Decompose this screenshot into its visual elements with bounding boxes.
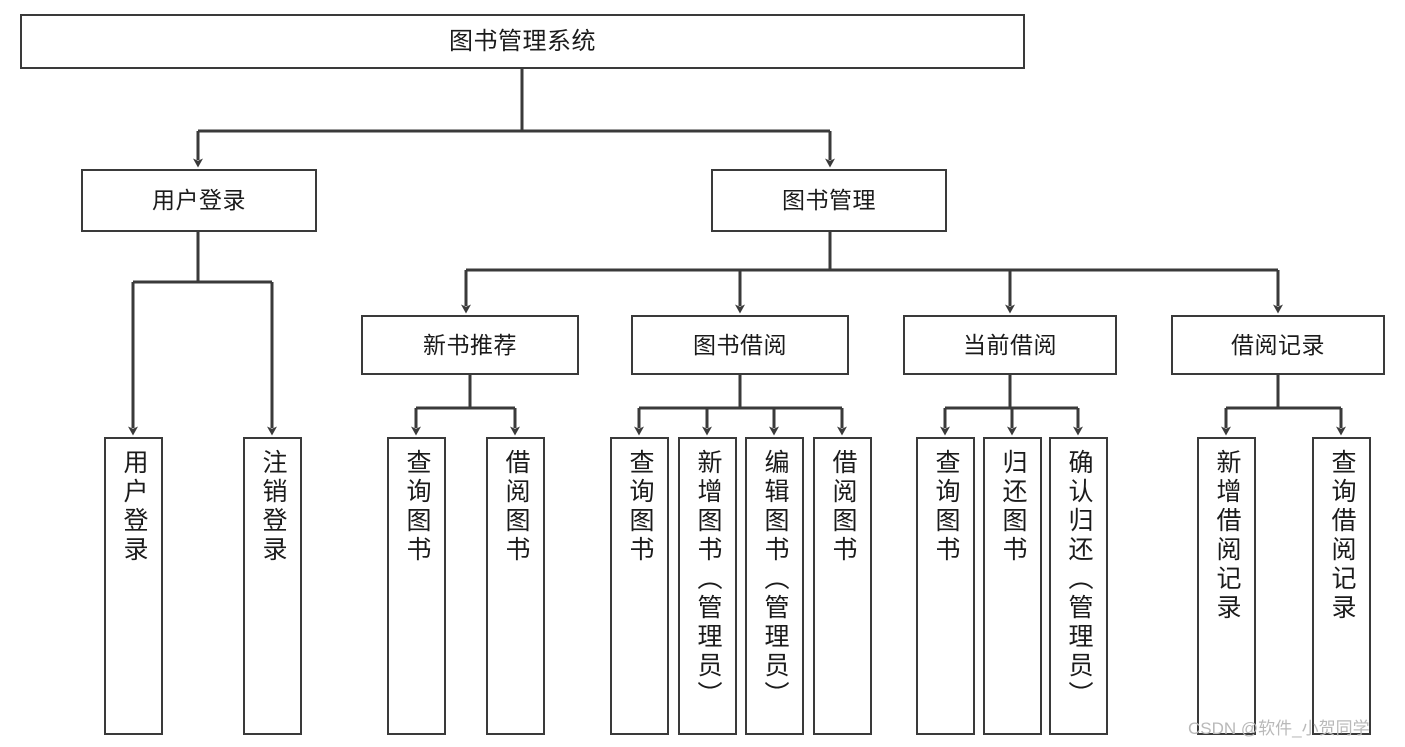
node-leaf-query-record-label: 查询借阅记录 (1328, 449, 1356, 623)
node-leaf-query-record[interactable]: 查询借阅记录 (1312, 437, 1371, 735)
node-leaf-logout-label: 注销登录 (259, 449, 287, 565)
node-current-borrow[interactable]: 当前借阅 (903, 315, 1117, 375)
node-leaf-borrow-book-2[interactable]: 借阅图书 (813, 437, 872, 735)
node-leaf-query-book-2-label: 查询图书 (626, 449, 654, 565)
node-leaf-edit-book[interactable]: 编辑图书（管理员） (745, 437, 804, 735)
node-leaf-add-record-label: 新增借阅记录 (1213, 449, 1241, 623)
node-book-borrow[interactable]: 图书借阅 (631, 315, 849, 375)
node-root-label: 图书管理系统 (449, 27, 596, 55)
node-book-borrow-label: 图书借阅 (693, 331, 787, 358)
node-user-login-label: 用户登录 (152, 187, 246, 214)
node-book-manage[interactable]: 图书管理 (711, 169, 947, 232)
node-leaf-logout[interactable]: 注销登录 (243, 437, 302, 735)
node-leaf-return-book-label: 归还图书 (999, 449, 1027, 565)
node-current-borrow-label: 当前借阅 (963, 331, 1057, 358)
node-borrow-record-label: 借阅记录 (1231, 331, 1325, 358)
node-new-book-recommend[interactable]: 新书推荐 (361, 315, 579, 375)
node-leaf-edit-book-label: 编辑图书（管理员） (761, 449, 789, 710)
node-leaf-confirm-return[interactable]: 确认归还（管理员） (1049, 437, 1108, 735)
watermark: CSDN @软件_小贺同学 (1188, 719, 1370, 738)
node-borrow-record[interactable]: 借阅记录 (1171, 315, 1385, 375)
node-new-book-recommend-label: 新书推荐 (423, 331, 517, 358)
node-leaf-query-book-3[interactable]: 查询图书 (916, 437, 975, 735)
node-leaf-borrow-book-1-label: 借阅图书 (502, 449, 530, 565)
node-leaf-add-book[interactable]: 新增图书（管理员） (678, 437, 737, 735)
node-root[interactable]: 图书管理系统 (20, 14, 1025, 69)
node-leaf-query-book-1-label: 查询图书 (403, 449, 431, 565)
node-leaf-borrow-book-2-label: 借阅图书 (829, 449, 857, 565)
node-user-login[interactable]: 用户登录 (81, 169, 317, 232)
node-leaf-borrow-book-1[interactable]: 借阅图书 (486, 437, 545, 735)
node-book-manage-label: 图书管理 (782, 187, 876, 214)
node-leaf-user-login[interactable]: 用户登录 (104, 437, 163, 735)
node-leaf-add-book-label: 新增图书（管理员） (694, 449, 722, 710)
node-leaf-query-book-2[interactable]: 查询图书 (610, 437, 669, 735)
node-leaf-add-record[interactable]: 新增借阅记录 (1197, 437, 1256, 735)
node-leaf-confirm-return-label: 确认归还（管理员） (1065, 449, 1093, 710)
node-leaf-user-login-label: 用户登录 (120, 449, 148, 565)
node-leaf-return-book[interactable]: 归还图书 (983, 437, 1042, 735)
node-leaf-query-book-1[interactable]: 查询图书 (387, 437, 446, 735)
node-leaf-query-book-3-label: 查询图书 (932, 449, 960, 565)
